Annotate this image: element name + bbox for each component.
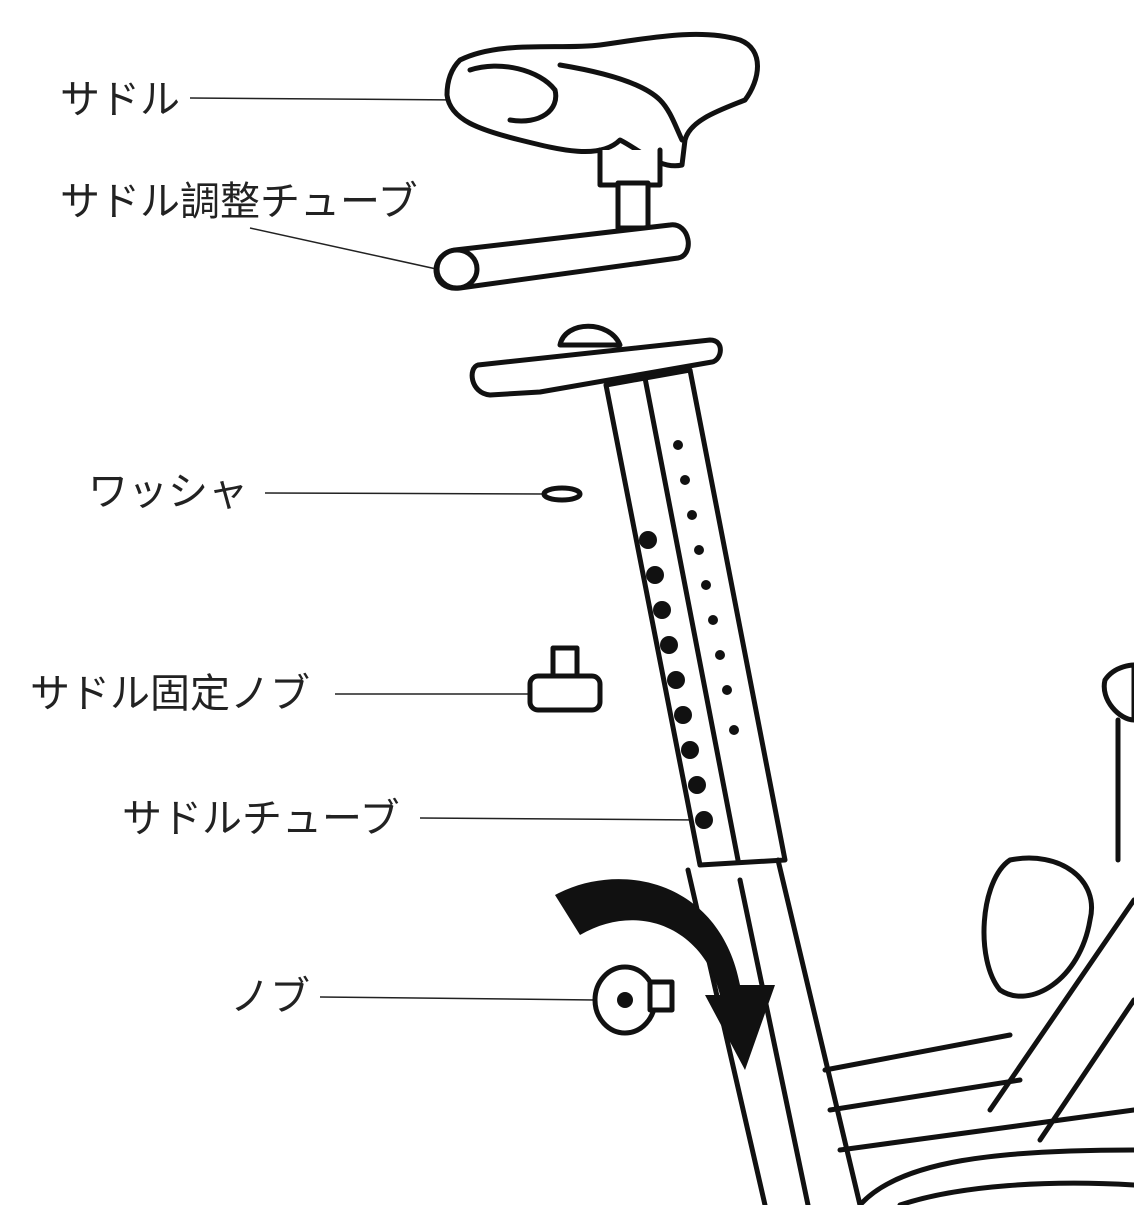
saddle-tube-illustration [469,323,863,1205]
saddle-fixing-knob-illustration [527,645,603,713]
leader-lines [189,97,701,1001]
adjust-holes [639,440,739,829]
rotate-arrow-icon [555,879,775,1070]
washer-illustration [541,485,583,503]
bike-frame-illustration [822,662,1134,1205]
label-saddle-fixing-knob: サドル固定ノブ [30,671,310,717]
label-saddle-tube: サドルチューブ [122,796,400,842]
label-saddle: サドル [60,77,180,123]
label-knob: ノブ [230,974,310,1020]
label-saddle-adjust-tube: サドル調整チューブ [60,179,418,225]
label-washer: ワッシャ [88,469,248,515]
knob-illustration [592,964,675,1036]
saddle-illustration [433,31,760,291]
